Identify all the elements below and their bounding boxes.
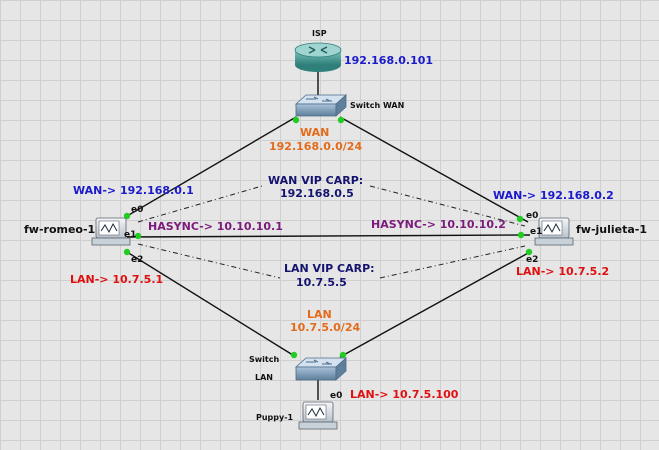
lan-network-subnet: 10.7.5.0/24 [290, 321, 360, 334]
link-julieta-switchwan[interactable] [339, 116, 529, 223]
link-romeo-switchwan[interactable] [126, 116, 297, 217]
vip-wan-line-right [369, 185, 526, 227]
link-dot [517, 231, 525, 239]
fw-julieta-label: fw-julieta-1 [576, 223, 647, 236]
link-dot [339, 351, 347, 359]
link-dot [290, 351, 298, 359]
vip-wan-line-left [137, 185, 263, 223]
fw-romeo-port-e2: e2 [131, 255, 143, 265]
link-dot [337, 116, 345, 124]
link-dot [123, 212, 131, 220]
fw-julieta-host[interactable] [534, 217, 574, 246]
fw-romeo-hasync: HASYNC-> 10.10.10.1 [148, 220, 283, 233]
fw-romeo-host[interactable] [91, 217, 131, 246]
link-julieta-switchlan[interactable] [339, 251, 531, 358]
puppy-lan: LAN-> 10.7.5.100 [350, 388, 459, 401]
isp-label: ISP [312, 29, 327, 38]
fw-julieta-lan: LAN-> 10.7.5.2 [516, 265, 609, 278]
fw-julieta-hasync: HASYNC-> 10.10.10.2 [371, 218, 506, 231]
fw-romeo-wan: WAN-> 192.168.0.1 [73, 184, 194, 197]
lan-network-title: LAN [307, 308, 332, 321]
lan-vip-title: LAN VIP CARP: [284, 262, 375, 275]
link-status-dots [123, 116, 533, 359]
fw-julieta-wan: WAN-> 192.168.0.2 [493, 189, 614, 202]
fw-julieta-port-e1: e1 [530, 227, 542, 237]
wan-network-title: WAN [300, 126, 329, 139]
puppy-host[interactable] [298, 401, 338, 430]
links [126, 70, 531, 400]
vip-lines [137, 185, 526, 279]
link-dot [525, 248, 533, 256]
isp-router[interactable] [294, 42, 342, 72]
switch-lan-label-line2: LAN [255, 373, 273, 382]
wan-vip-title: WAN VIP CARP: [268, 174, 363, 187]
fw-romeo-label: fw-romeo-1 [24, 223, 95, 236]
vip-lan-line-left [137, 243, 281, 279]
fw-romeo-lan: LAN-> 10.7.5.1 [70, 273, 163, 286]
lan-vip-ip: 10.7.5.5 [296, 276, 347, 289]
puppy-label: Puppy-1 [256, 413, 294, 422]
vip-lan-line-right [379, 245, 526, 279]
switch-wan[interactable] [294, 94, 348, 117]
switch-lan[interactable] [294, 357, 348, 381]
link-dot [123, 248, 131, 256]
fw-julieta-port-e0: e0 [526, 211, 538, 221]
fw-julieta-port-e2: e2 [526, 255, 538, 265]
link-romeo-switchlan[interactable] [126, 251, 297, 358]
link-dot [516, 215, 524, 223]
puppy-port-e0: e0 [330, 391, 342, 401]
wan-vip-ip: 192.168.0.5 [280, 187, 354, 200]
link-hasync[interactable] [126, 234, 531, 238]
switch-lan-label-line1: Switch [249, 355, 279, 364]
isp-ip-label: 192.168.0.101 [344, 54, 433, 67]
fw-romeo-port-e0: e0 [131, 205, 143, 215]
link-dot [134, 232, 142, 240]
link-dot [292, 116, 300, 124]
switch-wan-label: Switch WAN [350, 101, 404, 110]
fw-romeo-port-e1: e1 [124, 230, 136, 240]
wan-network-subnet: 192.168.0.0/24 [269, 140, 362, 153]
